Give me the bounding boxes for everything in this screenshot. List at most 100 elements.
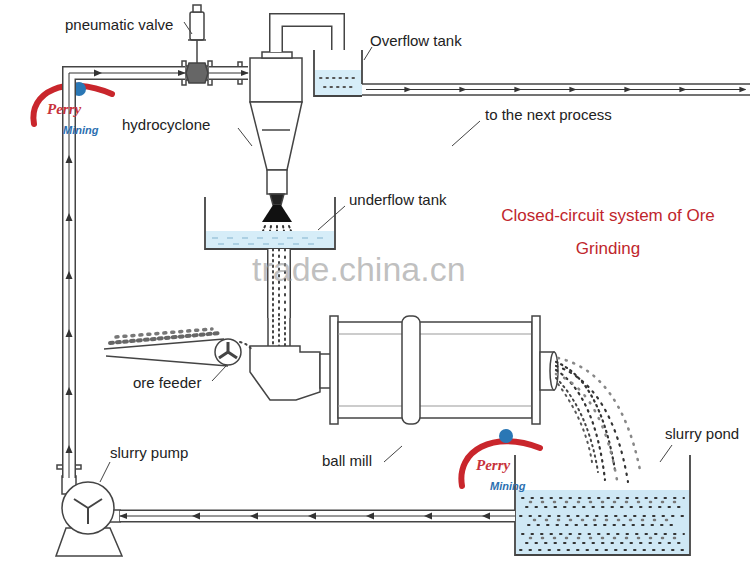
overflow-tank-drawing: [320, 78, 358, 87]
ore-feeder-drawing: [104, 329, 252, 366]
flow-arrow: [308, 513, 316, 520]
flow-arrow: [66, 213, 73, 221]
leader-line: [100, 462, 110, 482]
overflow-tank-drawing: [314, 50, 362, 96]
hydrocyclone-drawing: [267, 170, 287, 194]
discharge-spray: [558, 358, 640, 470]
pipe-wall: [120, 510, 515, 523]
hydrocyclone-drawing: [250, 102, 302, 170]
equipment-node: ore feeder: [103, 326, 243, 368]
pipe-bore: [276, 20, 338, 52]
slurry-pipe: [209, 73, 248, 74]
flow-arrow: [66, 271, 73, 279]
flow-arrow: [66, 445, 73, 453]
ore-feeder-drawing: [215, 339, 241, 365]
pneumatic-valve-drawing: [193, 5, 201, 12]
ball-mill-drawing: [338, 322, 532, 418]
pneumatic-valve-drawing: [188, 39, 206, 41]
logo-text: Perry: [476, 457, 510, 474]
ore-feeder-drawing: [116, 329, 212, 337]
pneumatic-valve-drawing: [186, 63, 208, 83]
leader-line: [212, 366, 226, 381]
equipment-node: ball mill: [248, 318, 556, 426]
ball-mill-drawing: [250, 316, 558, 424]
slurry-pond-drawing: [516, 490, 689, 554]
discharge-spray: [558, 384, 592, 462]
pipe-bore: [209, 68, 248, 79]
ball-mill-drawing: [338, 406, 532, 407]
hydrocyclone-drawing: [270, 194, 284, 205]
flow-arrow: [192, 513, 200, 520]
logo-swoosh: [499, 429, 513, 443]
pipe-bore: [120, 511, 515, 521]
feed-chute: [268, 316, 290, 348]
ball-mill-drawing: [402, 316, 420, 424]
discharge-spray: [556, 366, 628, 482]
feed-chute: [268, 316, 290, 348]
slurry-pond-drawing: [530, 502, 680, 538]
equipment-node: slurry pond: [515, 455, 690, 555]
slurry-pond-drawing: [515, 455, 690, 555]
leader-line: [660, 445, 672, 462]
diagram-title: Closed-circuit system of Ore Grinding: [498, 199, 718, 265]
leader-line: [384, 446, 402, 462]
pipe-wall: [209, 66, 248, 80]
equipment-label: slurry pump: [110, 444, 188, 462]
hydrocyclone-drawing: [250, 58, 302, 102]
ore-feeder-drawing: [240, 342, 252, 350]
leader-line: [184, 22, 192, 34]
ore-feeder-drawing: [106, 356, 228, 366]
slurry-pump-drawing: [74, 499, 102, 524]
leader-line: [238, 128, 252, 146]
flow-arrow: [66, 329, 73, 337]
discharge-spray: [556, 358, 640, 486]
pneumatic-valve-drawing: [182, 5, 212, 85]
slurry-pond-drawing: [515, 455, 690, 555]
pneumatic-valve-drawing: [190, 12, 204, 40]
equipment-node: slurry pump: [58, 478, 120, 556]
flow-arrow: [482, 513, 490, 520]
logo-text: Mining: [63, 124, 98, 137]
next-process-pipe: [366, 89, 745, 90]
ball-mill-drawing: [532, 316, 540, 424]
ball-mill-drawing: [338, 334, 532, 335]
equipment-label: underflow tank: [349, 191, 447, 209]
equipment-label: pneumatic valve: [65, 16, 173, 34]
feed-chute: [273, 318, 285, 346]
flow-destination-label: to the next process: [485, 106, 612, 123]
underflow-tank-drawing: [206, 231, 334, 248]
ore-feeder-drawing: [219, 342, 237, 358]
overflow-tank-drawing: [314, 50, 362, 96]
equipment-label: ore feeder: [133, 374, 201, 392]
pneumatic-valve-drawing: [196, 40, 198, 63]
leader-line: [318, 206, 345, 230]
slurry-pump-drawing: [62, 482, 114, 534]
flow-line: [209, 73, 248, 74]
equipment-label: Overflow tank: [370, 32, 462, 50]
flow-arrow: [366, 513, 374, 520]
next-process-pipe: [362, 84, 750, 95]
next-process-pipe: [362, 94, 750, 96]
slurry-pump-drawing: [56, 465, 122, 556]
discharge-spray: [556, 370, 605, 480]
ball-mill-drawing: [250, 346, 320, 400]
watermark: trade.china.cn: [252, 250, 466, 289]
logo-text: Mining: [490, 480, 525, 493]
flow-line: [120, 516, 515, 517]
overflow-tank-drawing: [315, 70, 362, 95]
flow-arrow: [94, 70, 102, 77]
flow-arrow: [66, 387, 73, 395]
hydrocyclone-drawing: [262, 205, 292, 222]
underflow-tank-drawing: [212, 238, 328, 244]
equipment-node: Overflow tank: [314, 50, 362, 96]
flow-arrow: [250, 513, 258, 520]
underflow-tank-drawing: [205, 197, 335, 249]
discharge-spray: [556, 374, 618, 486]
equipment-label: hydrocyclone: [122, 116, 210, 134]
slurry-pond-drawing: [520, 498, 686, 550]
flow-arrow: [424, 513, 432, 520]
logo-text: Perry: [47, 101, 81, 118]
equipment-node: hydrocyclone: [248, 52, 304, 212]
hydrocyclone-drawing: [262, 129, 290, 131]
logo-swoosh: [461, 441, 540, 486]
